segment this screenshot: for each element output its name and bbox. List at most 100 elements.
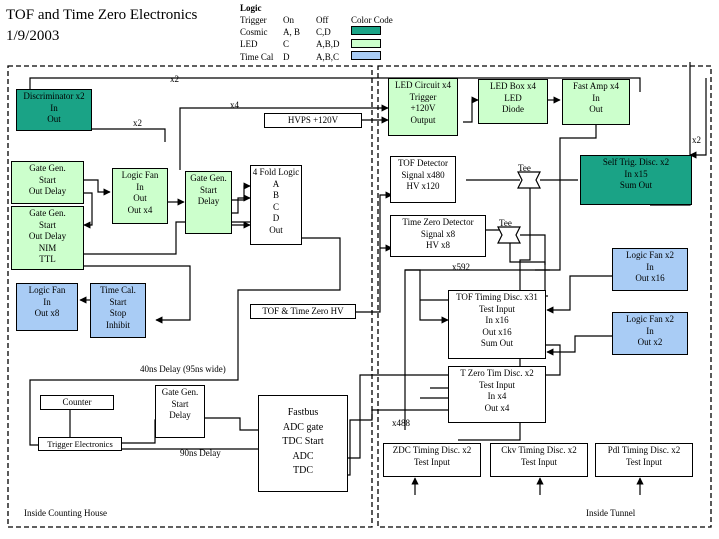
block-line: In x15 <box>624 168 648 179</box>
legend-row-led: LED C A,B,D <box>240 38 396 52</box>
legend-row-timecal: Time Cal D A,B,C <box>240 51 396 64</box>
block-line: Start <box>109 296 127 307</box>
legend-row-swatch <box>351 26 396 39</box>
block-line: In <box>592 92 600 103</box>
block-line: Ckv Timing Disc. x2 <box>501 445 577 455</box>
block-line: Out x4 <box>127 204 153 215</box>
color-swatch <box>351 51 381 60</box>
tof-hv-box: TOF & Time Zero HV <box>250 304 356 319</box>
block-line: TOF Timing Disc. x31 <box>456 292 538 302</box>
block-line: Time Cal. <box>100 285 136 295</box>
block-line: LED <box>504 92 522 103</box>
label-x4-led: x4 <box>230 100 239 110</box>
block-line: Out <box>47 114 61 124</box>
label-x592: x592 <box>452 262 470 272</box>
block-line: +120V <box>410 103 436 113</box>
block-line: Trigger Electronics <box>47 439 113 449</box>
legend-row-swatch <box>351 51 396 64</box>
block-line: TOF & Time Zero HV <box>262 306 344 316</box>
label-x2-right: x2 <box>692 135 701 145</box>
block-line: LED Circuit x4 <box>395 80 451 90</box>
legend-title: Logic <box>240 3 262 13</box>
block-line: Fast Amp x4 <box>572 81 619 91</box>
color-swatch <box>351 26 381 35</box>
block-line: ADC <box>292 450 314 462</box>
legend-row-on: D <box>283 51 290 62</box>
block-line: Test Input <box>520 456 558 467</box>
block-line: Fastbus <box>287 407 319 418</box>
block-line: Out x16 <box>482 326 512 337</box>
block-line: Out <box>269 224 283 235</box>
block-line: Stop <box>109 308 127 318</box>
legend-row-name: LED <box>240 39 258 49</box>
block-line: ADC gate <box>282 421 324 433</box>
block-line: Gate Gen. <box>161 387 199 397</box>
block-line: Pdl Timing Disc. x2 <box>607 445 681 455</box>
block-line: Out x4 <box>484 402 510 413</box>
block-line: Out x2 <box>637 337 663 347</box>
block-line: In x4 <box>487 391 507 401</box>
block-line: Self Trig. Disc. x2 <box>602 157 670 167</box>
legend-header-color: Color Code <box>351 14 393 25</box>
legend-row-on: C <box>283 39 290 49</box>
legend-header-row: Trigger On Off Color Code <box>240 15 396 27</box>
hvps-box: HVPS +120V <box>264 113 362 128</box>
block-line: Logic Fan x2 <box>626 250 674 260</box>
legend-header-on: On <box>283 14 294 25</box>
block-line: In <box>646 325 654 336</box>
legend-row-cosmic: Cosmic A, B C,D <box>240 26 396 39</box>
block-line: TDC Start <box>282 436 324 447</box>
label-90ns-delay: 90ns Delay <box>180 448 221 458</box>
block-line: Trigger <box>409 91 437 102</box>
block-line: Out x8 <box>34 308 60 318</box>
block-line: C <box>272 201 279 212</box>
block-line: 4 Fold Logic <box>252 167 300 177</box>
block-line: Start <box>171 398 189 409</box>
block-line: Start <box>200 184 217 195</box>
label-40ns-delay: 40ns Delay (95ns wide) <box>140 364 226 374</box>
block-line: LED Box x4 <box>490 81 536 91</box>
block-line: Gate Gen. <box>190 173 227 183</box>
tunnel-boundary <box>377 65 712 528</box>
region-label-counting-house: Inside Counting House <box>24 508 107 518</box>
block-line: Logic Fan x2 <box>626 314 674 324</box>
counting-house-boundary <box>7 65 373 528</box>
block-line: Delay <box>169 410 191 420</box>
legend-table: Trigger On Off Color Code Cosmic A, B C,… <box>240 15 396 64</box>
label-x2-top: x2 <box>170 74 179 84</box>
block-line: Test Input <box>413 456 451 467</box>
block-line: Counter <box>62 397 92 407</box>
label-x488: x488 <box>392 418 410 428</box>
legend-row-swatch <box>351 38 396 52</box>
legend-header-trigger: Trigger <box>240 14 267 25</box>
color-swatch <box>351 38 381 48</box>
block-line: Test Input <box>625 456 663 467</box>
legend-row-name: Cosmic <box>240 26 268 37</box>
block-line: Out Delay <box>28 186 67 196</box>
block-line: Out <box>589 104 603 114</box>
block-line: Signal x480 <box>401 169 445 180</box>
block-line: T Zero Tim Disc. x2 <box>460 368 534 378</box>
block-line: Gate Gen. <box>29 208 66 218</box>
block-line: HV x120 <box>406 181 440 191</box>
block-line: HV x8 <box>425 240 451 250</box>
block-line: Start <box>39 174 56 185</box>
block-line: ZDC Timing Disc. x2 <box>392 445 472 455</box>
block-line: D <box>272 213 280 223</box>
block-line: In <box>646 261 654 272</box>
